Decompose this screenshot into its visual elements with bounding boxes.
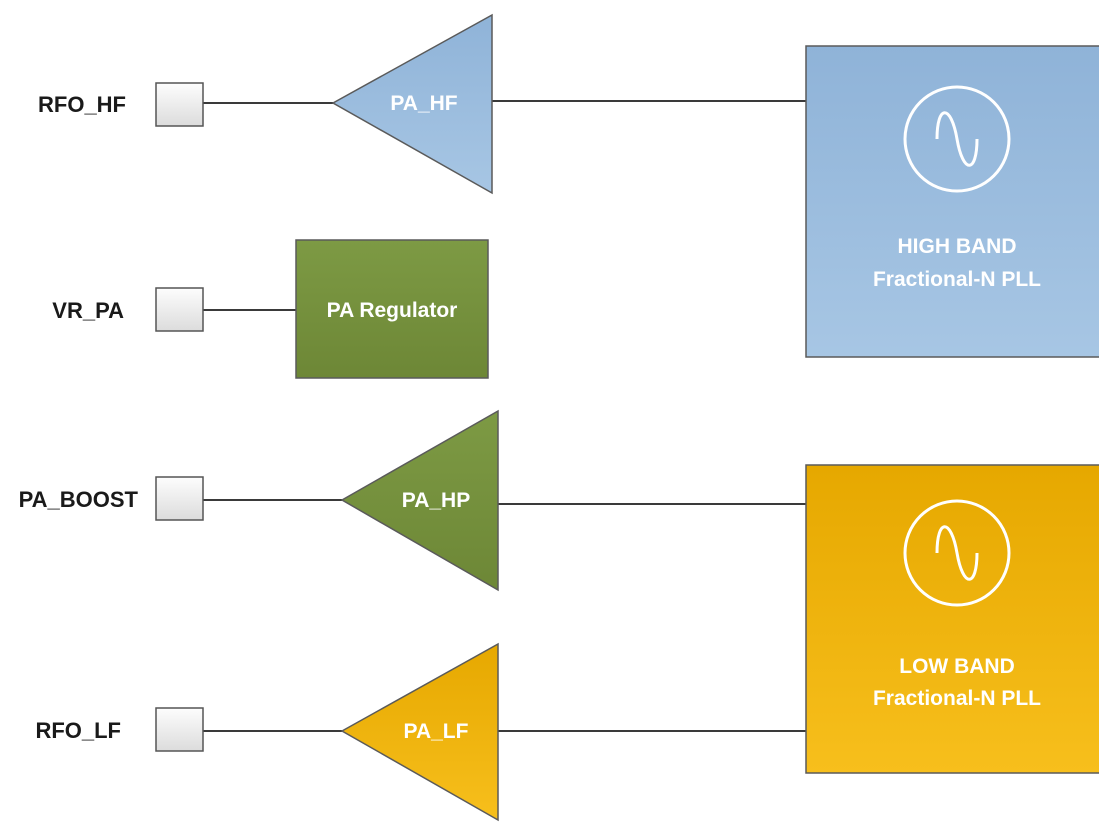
amplifier-label: PA_HF: [390, 92, 457, 115]
pa-regulator-box: [295, 239, 489, 379]
pin-pad: [155, 82, 204, 127]
pin-label: VR_PA: [52, 298, 124, 323]
low-band-pll-block: LOW BAND Fractional-N PLL: [805, 464, 1099, 774]
amplifier-pa-lf: PA_LF: [340, 642, 499, 822]
pin-label: PA_BOOST: [19, 487, 139, 512]
pa-regulator-block: PA Regulator: [295, 239, 489, 379]
amplifier-label: PA_HP: [402, 489, 470, 512]
high-band-pll-block: HIGH BAND Fractional-N PLL: [805, 45, 1099, 358]
pin-vr-pa: VR_PA: [52, 287, 204, 332]
low-band-pll-title: LOW BAND: [899, 655, 1014, 678]
amplifier-triangle: [331, 13, 493, 195]
amplifier-pa-hp: PA_HP: [340, 409, 499, 592]
pa-regulator-label: PA Regulator: [327, 299, 458, 322]
high-band-pll-title: HIGH BAND: [898, 235, 1017, 258]
sine-wave-oscillator-icon: [903, 85, 1011, 193]
low-band-pll-subtitle: Fractional-N PLL: [873, 687, 1041, 710]
high-band-pll-subtitle: Fractional-N PLL: [873, 268, 1041, 291]
amplifier-label: PA_LF: [404, 720, 469, 743]
pin-pad: [155, 287, 204, 332]
pin-rfo-lf: RFO_LF: [35, 707, 204, 752]
sine-wave-oscillator-icon: [903, 499, 1011, 607]
high-band-pll-box: [805, 45, 1099, 358]
pin-label: RFO_HF: [38, 92, 126, 117]
amplifier-triangle: [340, 642, 499, 822]
pin-pad: [155, 707, 204, 752]
pin-label: RFO_LF: [35, 718, 121, 743]
pin-pa-boost: PA_BOOST: [19, 476, 204, 521]
low-band-pll-box: [805, 464, 1099, 774]
pin-pad: [155, 476, 204, 521]
amplifier-triangle: [340, 409, 499, 592]
pin-rfo-hf: RFO_HF: [38, 82, 204, 127]
amplifier-pa-hf: PA_HF: [331, 13, 493, 195]
